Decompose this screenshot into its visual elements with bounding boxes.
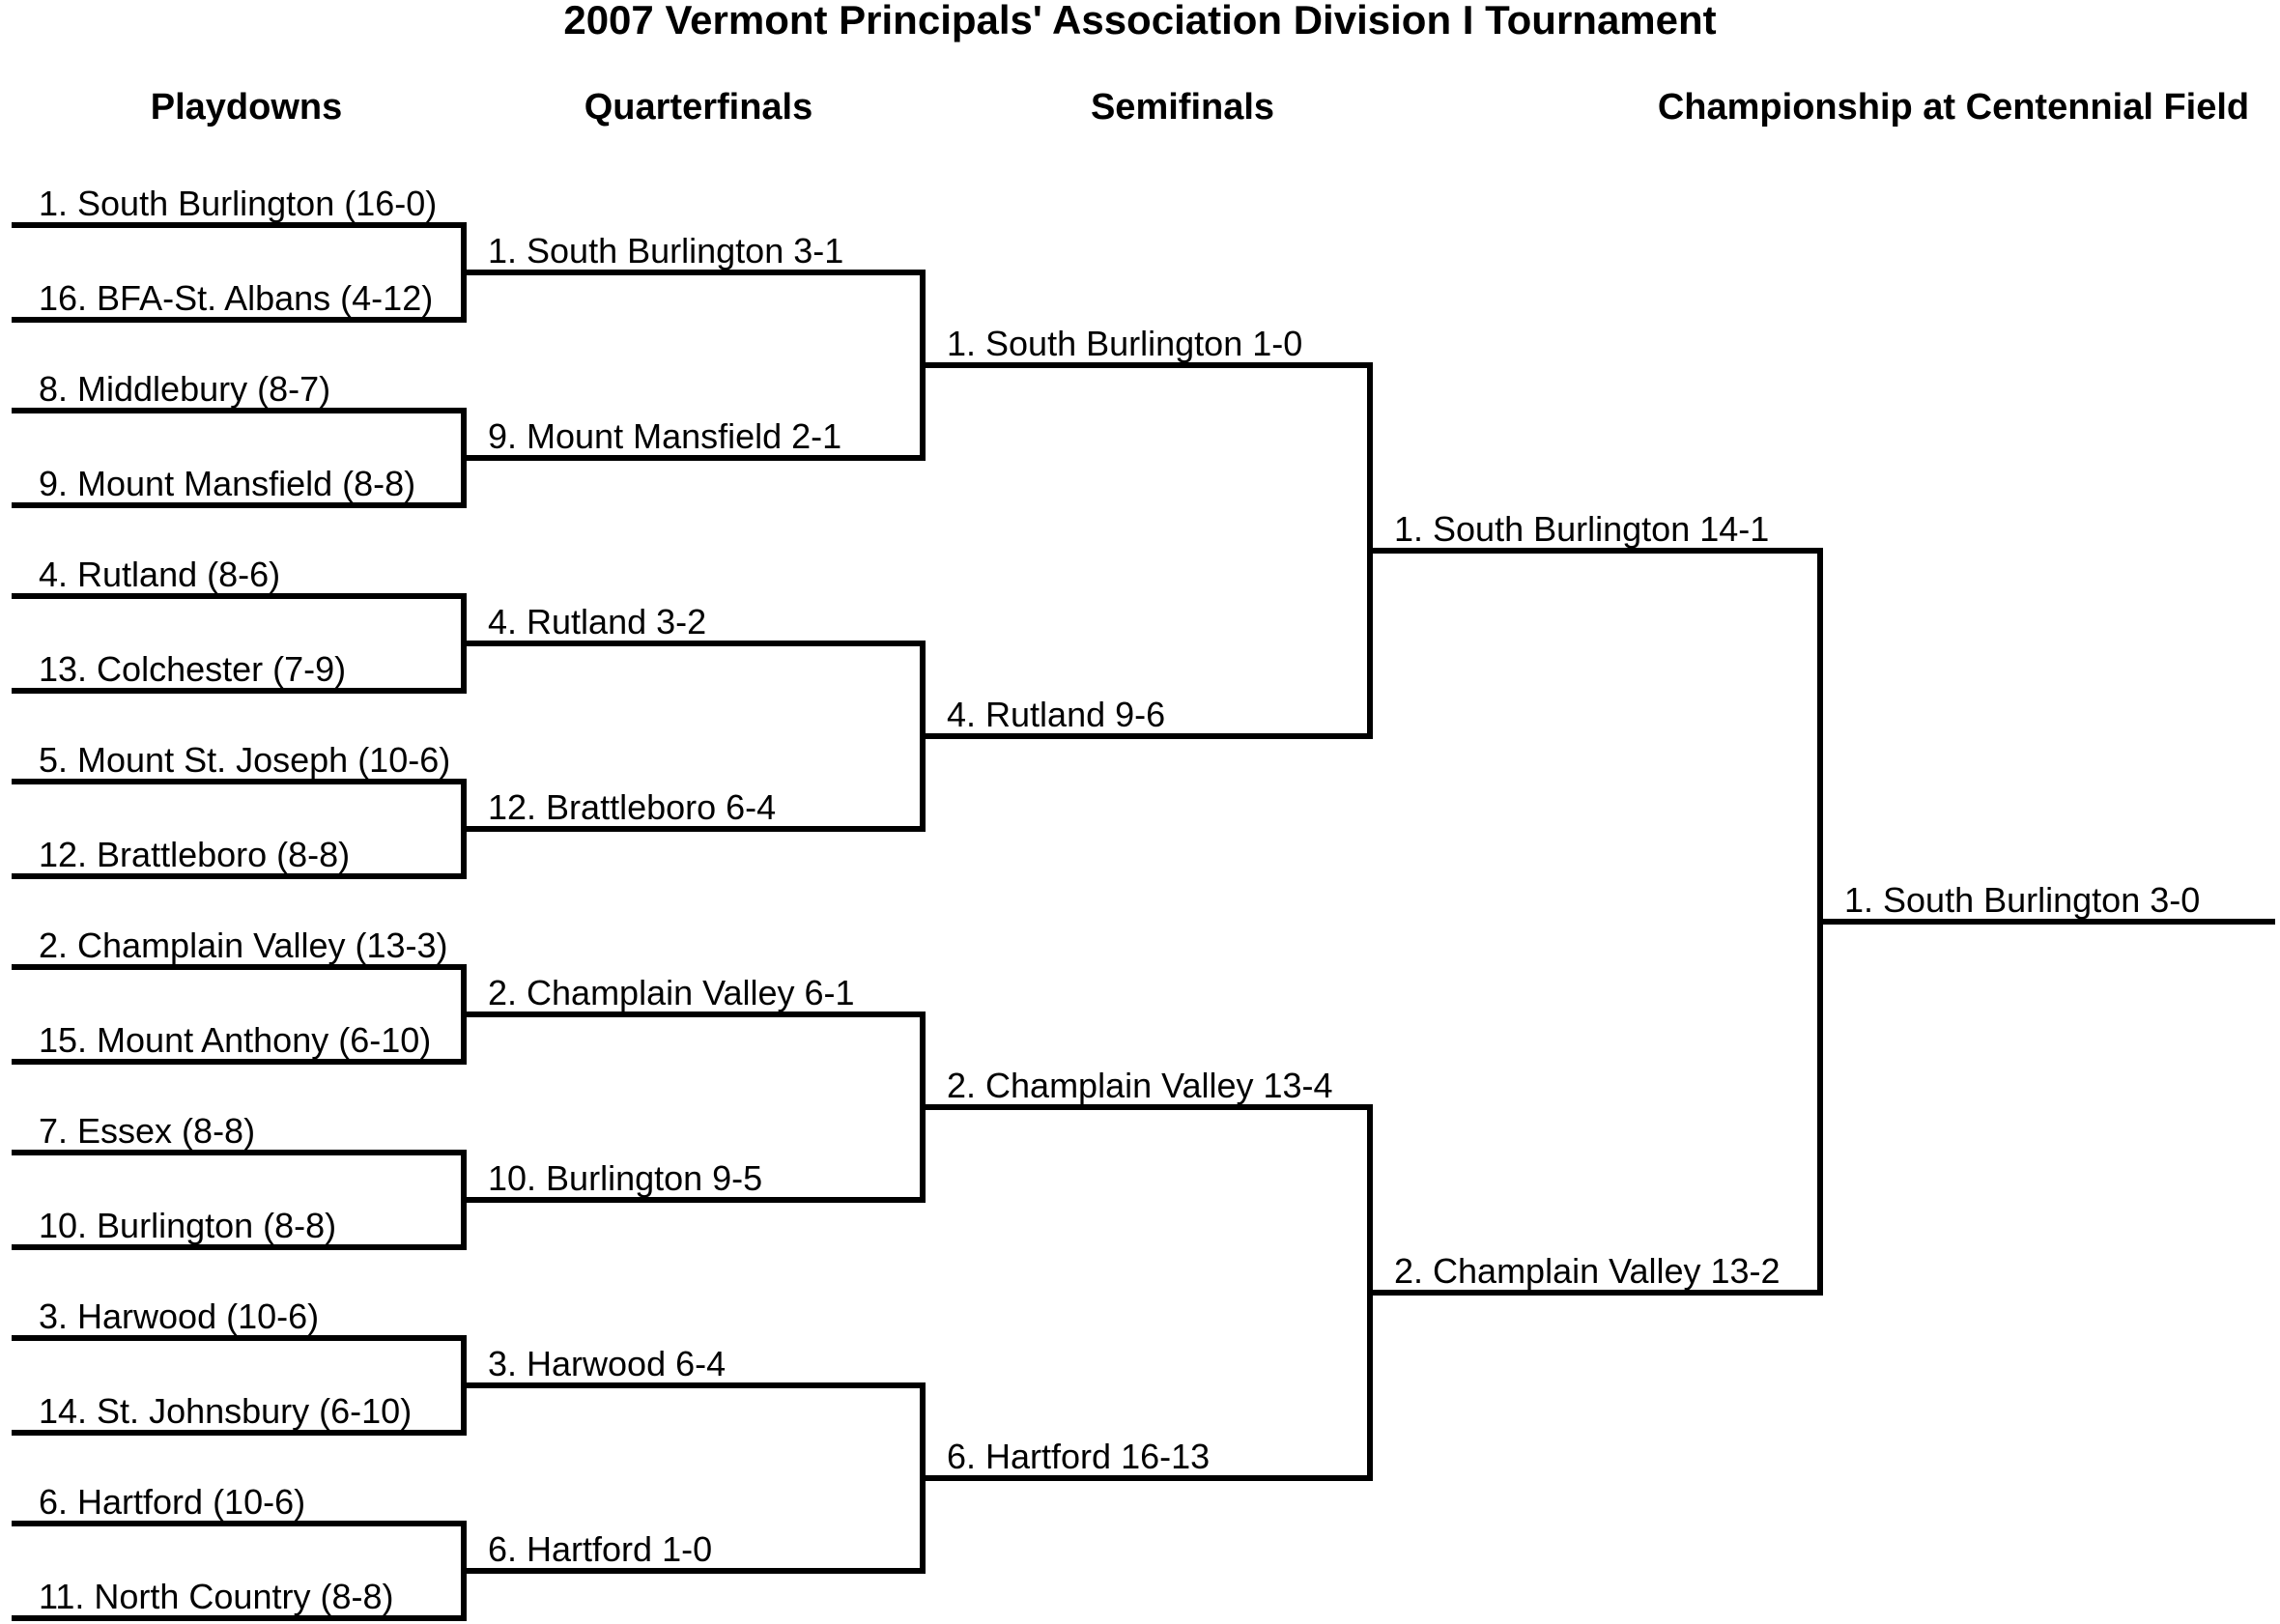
team-line bbox=[461, 1011, 926, 1017]
playdown-team-label: 7. Essex (8-8) bbox=[39, 1111, 256, 1151]
playdown-team-label: 3. Harwood (10-6) bbox=[39, 1296, 320, 1336]
team-line bbox=[920, 733, 1373, 739]
semifinal-team-label: 2. Champlain Valley 13-4 bbox=[947, 1066, 1333, 1105]
champion-line bbox=[1817, 919, 2275, 925]
team-line bbox=[12, 1244, 467, 1250]
quarterfinal-team-label: 2. Champlain Valley 6-1 bbox=[488, 973, 855, 1012]
team-line bbox=[12, 593, 467, 599]
quarterfinal-team-label: 4. Rutland 3-2 bbox=[488, 602, 707, 641]
team-line bbox=[920, 1104, 1373, 1110]
playdown-team-label: 15. Mount Anthony (6-10) bbox=[39, 1020, 432, 1060]
team-line bbox=[12, 1430, 467, 1436]
playdown-team-label: 16. BFA-St. Albans (4-12) bbox=[39, 278, 434, 318]
semifinal-team-label: 1. South Burlington 1-0 bbox=[947, 324, 1303, 363]
round-header-championship: Championship at Centennial Field bbox=[1657, 87, 2250, 128]
team-line bbox=[12, 1615, 467, 1621]
playdown-team-label: 4. Rutland (8-6) bbox=[39, 555, 281, 594]
team-line bbox=[12, 964, 467, 970]
team-line bbox=[12, 222, 467, 228]
team-line bbox=[12, 1059, 467, 1065]
playdown-team-label: 1. South Burlington (16-0) bbox=[39, 184, 438, 223]
round-header-playdowns: Playdowns bbox=[150, 87, 343, 128]
final-team-label: 2. Champlain Valley 13-2 bbox=[1394, 1251, 1781, 1291]
round-header-quarterfinals: Quarterfinals bbox=[584, 87, 813, 128]
quarterfinal-team-label: 6. Hartford 1-0 bbox=[488, 1529, 713, 1569]
quarterfinal-team-label: 1. South Burlington 3-1 bbox=[488, 231, 844, 271]
quarterfinal-team-label: 9. Mount Mansfield 2-1 bbox=[488, 416, 842, 456]
team-line bbox=[12, 1521, 467, 1526]
playdown-team-label: 14. St. Johnsbury (6-10) bbox=[39, 1391, 413, 1431]
playdown-team-label: 8. Middlebury (8-7) bbox=[39, 369, 331, 409]
team-line bbox=[920, 1475, 1373, 1481]
team-line bbox=[920, 362, 1373, 368]
playdown-team-label: 2. Champlain Valley (13-3) bbox=[39, 926, 448, 965]
team-line bbox=[461, 1197, 926, 1203]
team-line bbox=[12, 873, 467, 879]
team-line bbox=[12, 688, 467, 694]
playdown-team-label: 11. North Country (8-8) bbox=[39, 1577, 394, 1616]
team-line bbox=[461, 641, 926, 646]
team-line bbox=[12, 1335, 467, 1341]
quarterfinal-team-label: 12. Brattleboro 6-4 bbox=[488, 787, 777, 827]
team-line bbox=[12, 1150, 467, 1155]
round-header-semifinals: Semifinals bbox=[1090, 87, 1275, 128]
team-line bbox=[12, 779, 467, 784]
team-line bbox=[461, 455, 926, 461]
tournament-title: 2007 Vermont Principals' Association Div… bbox=[563, 0, 1717, 43]
final-team-label: 1. South Burlington 14-1 bbox=[1394, 509, 1770, 549]
team-line bbox=[461, 1568, 926, 1574]
semifinal-team-label: 6. Hartford 16-13 bbox=[947, 1437, 1211, 1476]
team-line bbox=[461, 826, 926, 832]
team-line bbox=[1367, 1290, 1823, 1296]
playdown-team-label: 6. Hartford (10-6) bbox=[39, 1482, 306, 1522]
team-line bbox=[12, 502, 467, 508]
team-line bbox=[12, 317, 467, 323]
semifinal-team-label: 4. Rutland 9-6 bbox=[947, 695, 1166, 734]
quarterfinal-team-label: 10. Burlington 9-5 bbox=[488, 1158, 763, 1198]
team-line bbox=[461, 270, 926, 275]
playdown-team-label: 9. Mount Mansfield (8-8) bbox=[39, 464, 416, 503]
team-line bbox=[1367, 548, 1823, 554]
playdown-team-label: 13. Colchester (7-9) bbox=[39, 649, 347, 689]
champion-label: 1. South Burlington 3-0 bbox=[1844, 880, 2201, 920]
playdown-team-label: 10. Burlington (8-8) bbox=[39, 1206, 337, 1245]
playdown-team-label: 5. Mount St. Joseph (10-6) bbox=[39, 740, 451, 780]
team-line bbox=[12, 408, 467, 413]
quarterfinal-team-label: 3. Harwood 6-4 bbox=[488, 1344, 727, 1383]
playdown-team-label: 12. Brattleboro (8-8) bbox=[39, 835, 351, 874]
team-line bbox=[461, 1382, 926, 1388]
